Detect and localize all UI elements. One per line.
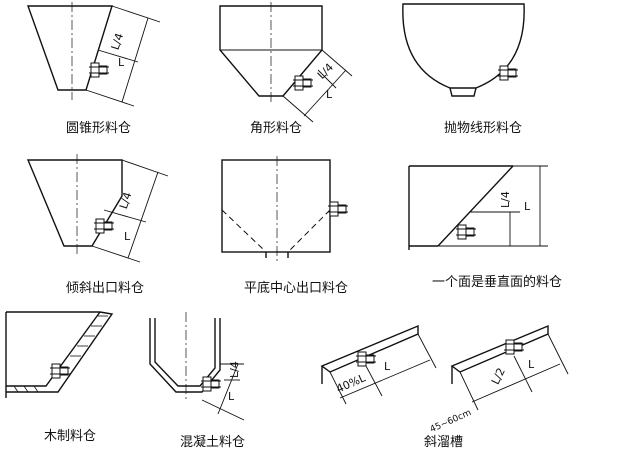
diagram-caption: 抛物线形料仓 [444, 121, 522, 136]
dim-label: 45~60cm [429, 408, 473, 435]
inclined-chute-diagram: 40%L L L/2 L 45~60cm 斜溜槽 [320, 324, 569, 450]
diagram-caption: 角形料仓 [250, 121, 302, 136]
dim-label: L/4 [315, 61, 336, 82]
angular-bin-diagram: L/4 L 角形料仓 [219, 2, 353, 136]
vibrator-icon [504, 339, 524, 355]
vibrator-icon [50, 363, 70, 379]
diagram-caption: 混凝土料仓 [180, 434, 245, 450]
dim-label: L/4 [117, 191, 135, 211]
vibrator-icon [328, 201, 348, 217]
vibrator-icon [456, 224, 476, 240]
dim-label: 40%L [334, 371, 368, 396]
conical-bin-diagram: L/4 L 圆锥形料仓 [27, 2, 161, 136]
dim-label: L/4 [109, 31, 127, 51]
diagram-caption: 斜溜槽 [424, 435, 463, 450]
inclined-outlet-bin-diagram: L/4 L 倾斜出口料仓 [26, 154, 169, 296]
diagram-caption: 一个面是垂直面的料仓 [432, 274, 562, 290]
dim-label: L [124, 230, 131, 243]
dim-label: L/2 [489, 366, 508, 387]
vibrator-icon [356, 351, 376, 367]
flat-bottom-bin-diagram: 平底中心出口料仓 [221, 156, 348, 296]
vibrator-icon [498, 65, 518, 81]
vibrator-icon [89, 62, 109, 78]
diagram-caption: 圆锥形料仓 [66, 121, 131, 136]
dim-label: L/4 [499, 191, 512, 208]
diagram-caption: 平底中心出口料仓 [244, 280, 348, 296]
dim-label: L [326, 88, 333, 101]
dim-label: L/4 [228, 361, 241, 378]
wooden-bin-diagram: 木制料仓 [5, 311, 114, 444]
diagram-caption: 木制料仓 [44, 429, 96, 444]
parabolic-bin-diagram: 抛物线形料仓 [402, 3, 525, 136]
dim-label: L [524, 200, 531, 213]
vibrator-icon [201, 376, 221, 392]
dim-label: L [118, 56, 125, 69]
dim-label: L [228, 390, 235, 403]
concrete-bin-diagram: L/4 L 混凝土料仓 [149, 312, 245, 450]
vibrator-icon [293, 75, 313, 91]
dim-label: L [384, 360, 391, 373]
diagram-caption: 倾斜出口料仓 [66, 281, 144, 296]
dim-label: L [528, 358, 535, 371]
vertical-face-bin-diagram: L/4 L 一个面是垂直面的料仓 [408, 165, 562, 290]
vibrator-icon [94, 218, 114, 234]
wood-hatching [13, 315, 108, 393]
